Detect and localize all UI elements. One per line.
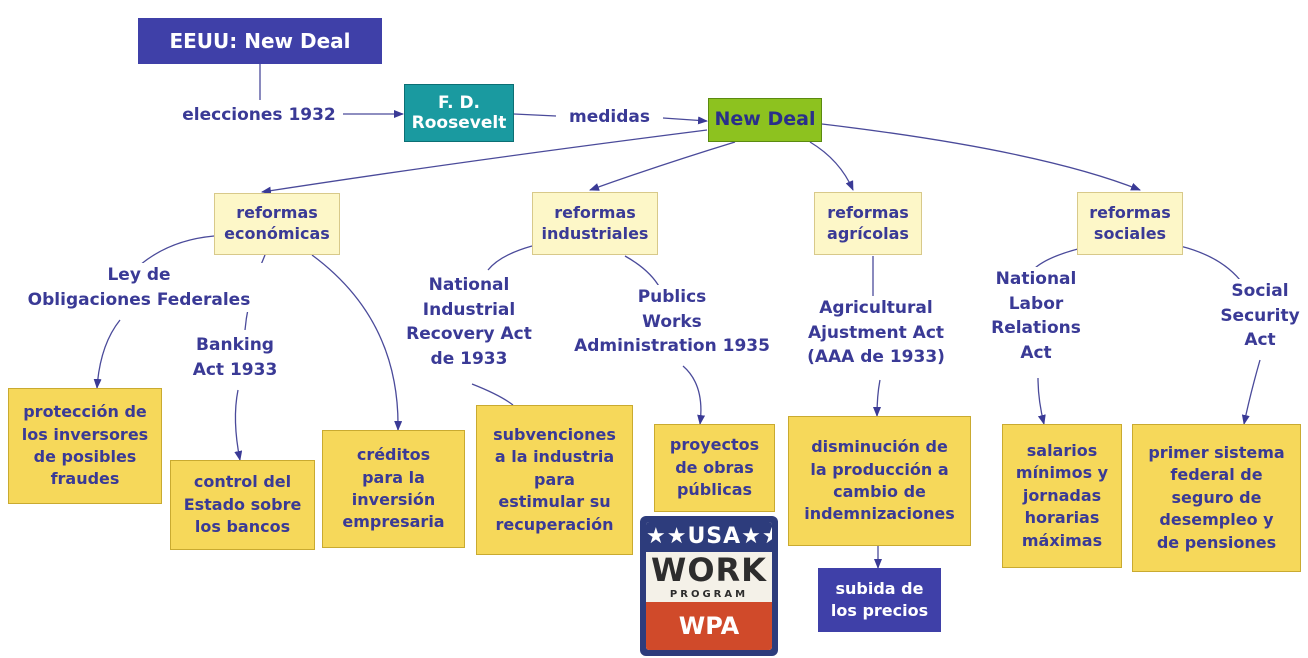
link-medidas-newdeal (662, 116, 708, 125)
outcome-production-cut: disminución de la producción a cambio de… (788, 416, 971, 546)
outcome-public-works: proyectos de obras públicas (654, 424, 775, 512)
law-social-security: Social Security Act (1210, 279, 1308, 353)
link-ley-protection (93, 319, 121, 389)
elections-label: elecciones 1932 (176, 103, 342, 128)
wpa-poster: ★★USA★★ WORK PROGRAM WPA (640, 516, 778, 656)
outcome-insurance: primer sistema federal de seguro de dese… (1132, 424, 1301, 572)
link-newdeal-economic (261, 129, 708, 195)
reform-economic: reformas económicas (214, 193, 340, 255)
link-economic-ley (139, 235, 215, 266)
link-newdeal-social (821, 123, 1141, 191)
outcome-bank-control: control del Estado sobre los bancos (170, 460, 315, 550)
link-nira-subsidies (471, 383, 514, 406)
law-banking: Banking Act 1933 (180, 333, 290, 383)
reform-industrial: reformas industriales (532, 192, 658, 255)
wpa-poster-top: ★★USA★★ (646, 522, 772, 552)
roosevelt-node: F. D. Roosevelt (404, 84, 514, 142)
link-roosevelt-medidas (513, 113, 557, 117)
reform-social: reformas sociales (1077, 192, 1183, 255)
link-newdeal-industrial (589, 141, 736, 191)
link-economic-credits (311, 254, 403, 431)
wpa-poster-work: WORK (651, 551, 767, 589)
reform-agricultural: reformas agrícolas (814, 192, 922, 255)
link-ssa-insurance (1241, 359, 1261, 425)
wpa-poster-bottom: WPA (646, 602, 772, 650)
new-deal-node: New Deal (708, 98, 822, 142)
outcome-investor-protection: protección de los inversores de posibles… (8, 388, 162, 504)
link-pwa-public (682, 365, 706, 425)
root-title: EEUU: New Deal (138, 18, 382, 64)
wpa-poster-program: PROGRAM (669, 589, 749, 600)
outcome-price-rise: subida de los precios (818, 568, 941, 632)
link-industrial-pwa (624, 255, 661, 289)
link-aaa-production (873, 379, 882, 417)
law-pwa: Publics Works Administration 1935 (566, 285, 778, 359)
link-newdeal-agricultural (809, 141, 854, 191)
link-industrial-nira (487, 245, 533, 271)
law-aaa: Agricultural Ajustment Act (AAA de 1933) (792, 296, 960, 370)
law-nira: National Industrial Recovery Act de 1933 (396, 273, 542, 372)
link-banking-control (234, 389, 243, 461)
outcome-wages: salarios mínimos y jornadas horarias máx… (1002, 424, 1122, 568)
outcome-subsidies: subvenciones a la industria para estimul… (476, 405, 633, 555)
law-nlra: National Labor Relations Act (978, 267, 1094, 366)
link-nlra-wages (1037, 377, 1046, 425)
link-social-ssa (1179, 245, 1241, 281)
measures-label: medidas (557, 105, 662, 130)
law-federal-obligations: Ley de Obligaciones Federales (10, 263, 268, 313)
outcome-credits: créditos para la inversión empresaria (322, 430, 465, 548)
